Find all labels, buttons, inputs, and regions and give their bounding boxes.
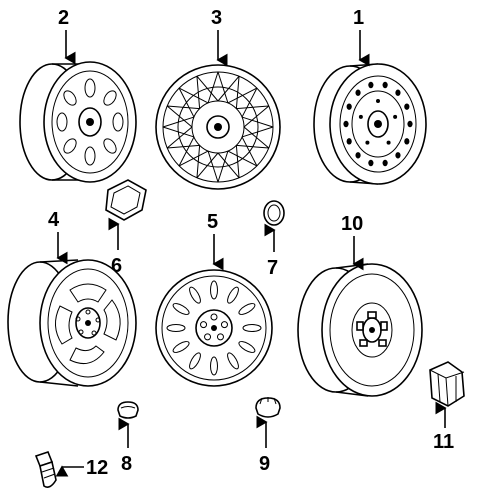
callout-6: 6 [111, 255, 122, 277]
center-cap-part-6 [105, 179, 147, 221]
wheel-part-4 [7, 259, 137, 387]
callout-8: 8 [121, 453, 132, 475]
cap-part-7 [263, 200, 285, 226]
wheel-part-2 [19, 61, 137, 183]
callout-12: 12 [86, 457, 108, 479]
callout-11: 11 [433, 431, 454, 453]
wheel-part-3 [155, 64, 281, 190]
callout-7: 7 [267, 257, 278, 279]
callout-10: 10 [341, 213, 363, 235]
callout-1: 1 [353, 7, 364, 29]
callout-4: 4 [48, 209, 60, 231]
wheel-part-10 [297, 263, 423, 397]
cap-part-9 [255, 397, 281, 418]
valve-stem-part-12 [34, 451, 57, 488]
callout-2: 2 [58, 7, 69, 29]
callout-5: 5 [207, 211, 218, 233]
wheel-cover-part-5 [155, 269, 273, 387]
callout-3: 3 [211, 7, 222, 29]
wheel-part-1 [313, 63, 427, 185]
lug-nut-part-11 [429, 361, 465, 407]
cap-part-8 [117, 401, 139, 419]
callout-9: 9 [259, 453, 270, 475]
